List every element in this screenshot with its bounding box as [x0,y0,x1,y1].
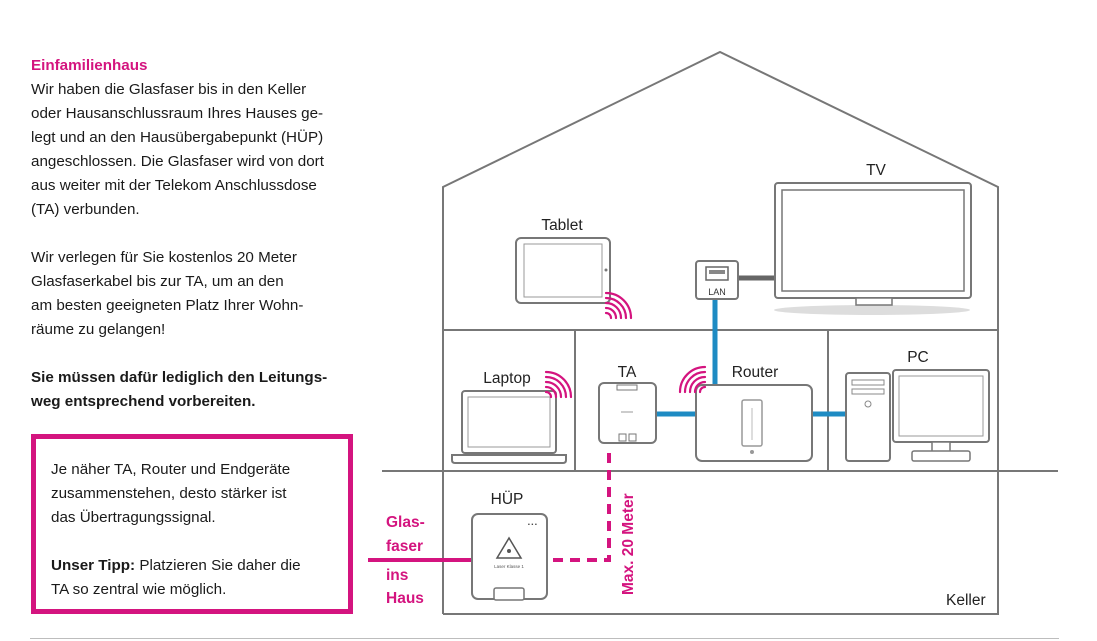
bottom-divider [30,638,1059,639]
intro-text: Einfamilienhaus Wir haben die Glasfaser … [31,54,371,414]
router-device: Router [695,364,813,462]
laptop-device: Laptop [451,370,567,464]
tv-label: TV [866,162,886,179]
tablet-device: Tablet [515,217,611,304]
house-outline [382,50,1058,615]
tablet-label: Tablet [541,217,583,234]
fiber-label-line1: Glas- [386,514,425,531]
wifi-icon [544,291,707,399]
keller-label: Keller [946,592,986,609]
cables [368,275,846,562]
huep-device: ▪ ▪ ▪ Laser Klasse 1 HÜP [471,490,548,601]
tip-box: Je näher TA, Router und Endgeräte zusamm… [31,434,353,614]
tip-label: Unser Tipp: [51,557,136,574]
router-label: Router [732,364,779,381]
lan-socket: LAN [695,260,739,300]
huep-device-text: Laser Klasse 1 [494,564,524,569]
ta-label: TA [618,364,637,381]
tip-advice-line1: Platzieren Sie daher die [135,557,301,574]
fiber-into-house-label: Glas- faser ins Haus [386,514,425,607]
tv-device: TV [774,162,972,315]
pc-device: PC [845,349,990,462]
laptop-label: Laptop [483,370,530,387]
fiber-label-line3: ins [386,567,408,584]
section-heading: Einfamilienhaus [31,57,148,74]
fiber-label-line4: Haus [386,590,424,607]
tip-text: Je näher TA, Router und Endgeräte zusamm… [51,461,291,526]
lan-label: LAN [708,287,726,297]
laser-warning-icon [495,536,523,559]
intro-paragraph-3: Sie müssen dafür lediglich den Leitungs-… [31,369,328,410]
huep-label: HÜP [491,490,524,508]
tip-advice-line2: TA so zentral wie möglich. [51,581,227,598]
fiber-label-line2: faser [386,538,423,555]
tip-advice: Unser Tipp: Platzieren Sie daher die TA s… [51,554,341,602]
pc-label: PC [907,349,929,366]
intro-paragraph-1: Wir haben die Glasfaser bis in den Kelle… [31,81,324,218]
intro-paragraph-2: Wir verlegen für Sie kostenlos 20 Meter … [31,249,304,338]
fiber-dashed-cable [532,453,611,562]
ta-device: TA [598,364,657,444]
svg-text:▪ ▪ ▪: ▪ ▪ ▪ [528,522,537,528]
max-distance-label: Max. 20 Meter [620,493,637,595]
